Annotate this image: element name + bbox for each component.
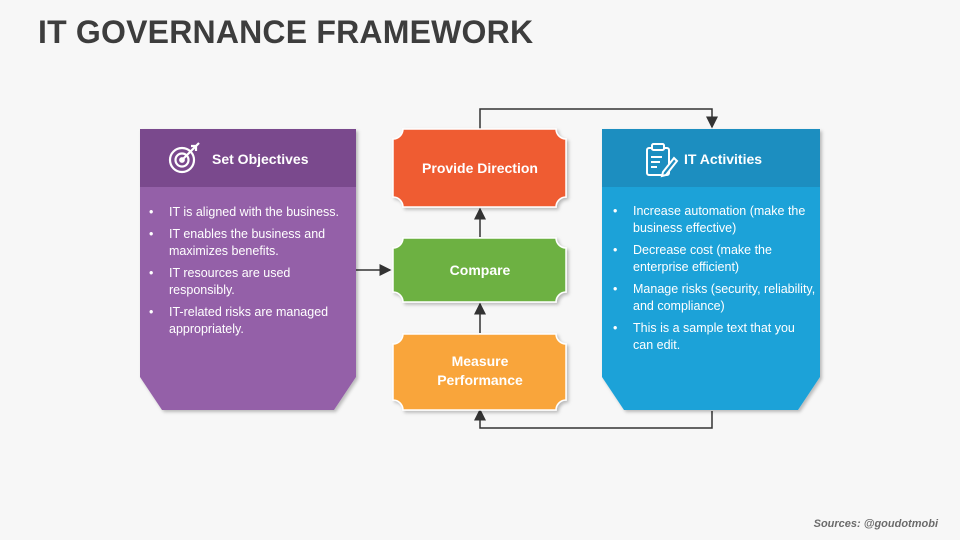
it-activities-panel [602, 129, 820, 410]
it-activities-panel-header [602, 129, 820, 187]
bullet: • [149, 266, 154, 280]
set-objectives-list: •IT is aligned with the business. •IT en… [143, 204, 353, 343]
connectors [356, 108, 718, 429]
it-activities-heading: IT Activities [684, 151, 762, 167]
page-title: IT GOVERNANCE FRAMEWORK [38, 14, 534, 50]
measure-performance-box [392, 333, 567, 411]
loop-bottom-connector [474, 408, 713, 429]
bullet: • [613, 321, 618, 335]
list-item: •This is a sample text that you can edit… [613, 321, 795, 352]
measure-performance-label-line-1: Measure [452, 353, 509, 369]
set-objectives-heading: Set Objectives [212, 151, 309, 167]
bullet: • [149, 305, 154, 319]
bullet: • [613, 204, 618, 218]
loop-top-connector [479, 108, 718, 129]
compare-label: Compare [450, 262, 511, 278]
set-objectives-panel-body [140, 187, 356, 410]
bullet: • [613, 243, 618, 257]
list-item: •Decrease cost (make the enterprise effi… [613, 243, 772, 274]
bullet: • [613, 282, 618, 296]
list-item: •Increase automation (make the business … [613, 204, 806, 235]
list-item: •IT enables the business and maximizes b… [149, 227, 326, 258]
provide-direction-label: Provide Direction [422, 160, 538, 176]
list-item: •Manage risks (security, reliability, an… [613, 282, 816, 313]
it-activities-panel-body [602, 187, 820, 410]
list-item: •IT resources are used responsibly. [149, 266, 291, 297]
list-item: •IT-related risks are managed appropriat… [149, 305, 329, 336]
measure-performance-label-line-2: Performance [437, 372, 523, 388]
list-item: •IT is aligned with the business. [149, 205, 340, 219]
bullet: • [149, 205, 154, 219]
it-activities-list: •Increase automation (make the business … [607, 203, 817, 359]
clipboard-edit-icon [646, 143, 679, 178]
source-credit: Sources: @goudotmobi [813, 518, 938, 530]
provide-direction-box [392, 128, 567, 208]
compare-box [392, 237, 567, 303]
target-icon [168, 142, 200, 174]
bullet: • [149, 227, 154, 241]
